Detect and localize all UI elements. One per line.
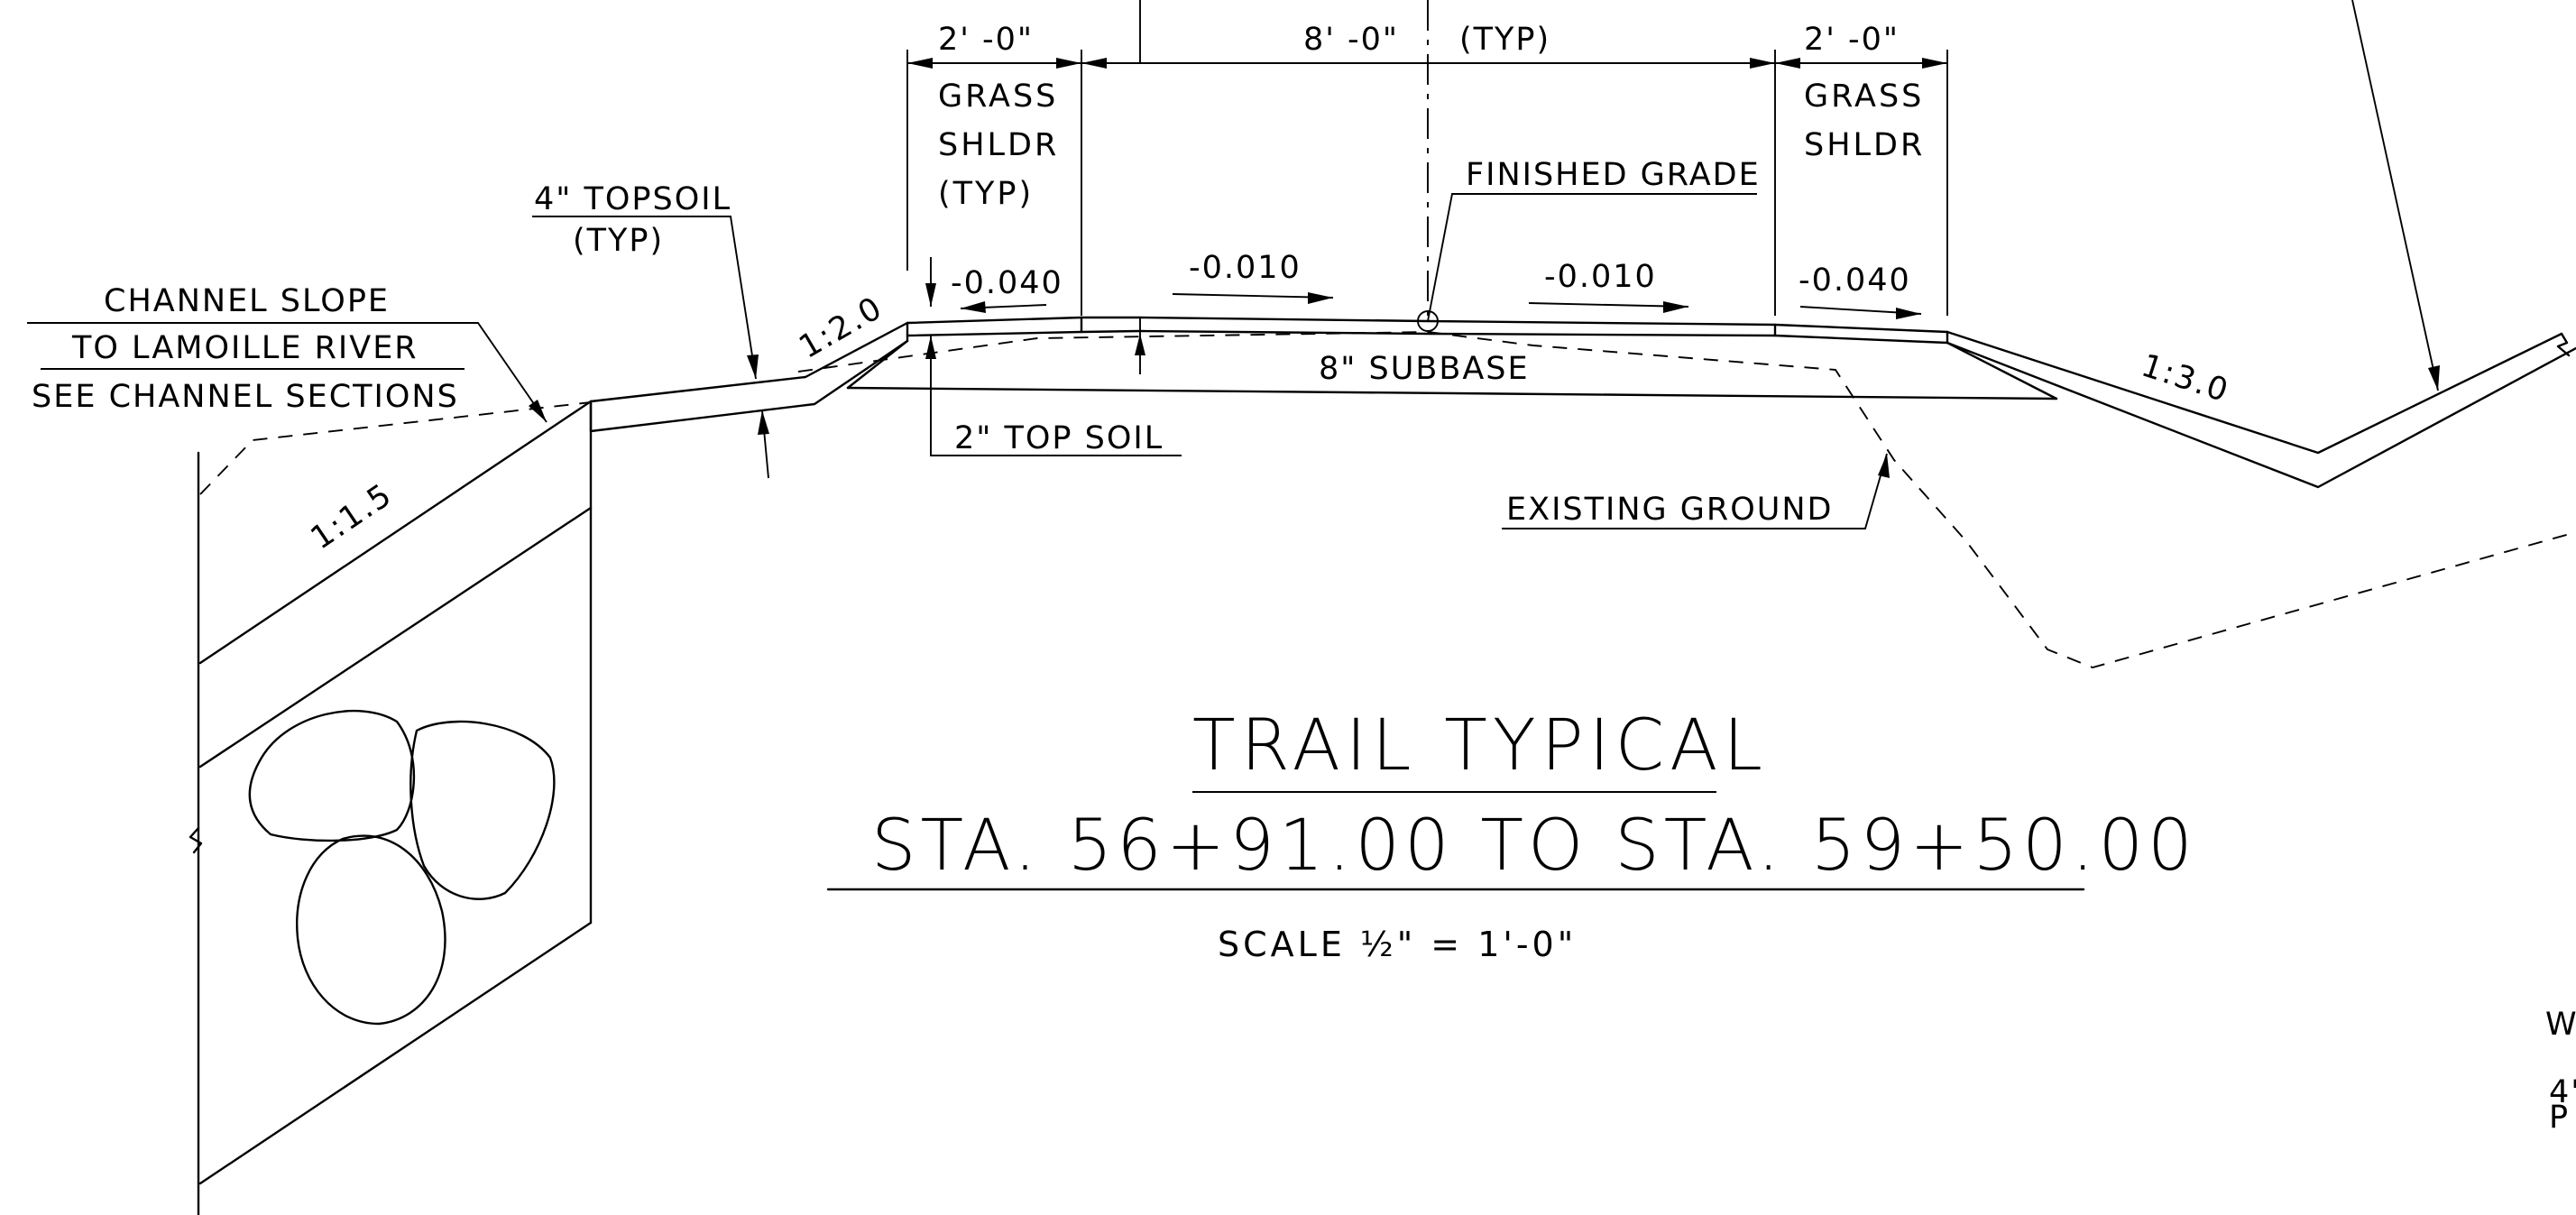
channel-slope-line2: TO LAMOILLE RIVER: [71, 330, 419, 366]
topsoil-4-leader: [532, 216, 757, 380]
riprap-stone-1: [248, 710, 416, 842]
edge-fragment-3: P: [2549, 1100, 2570, 1136]
topsoil-2-label: 2" TOP SOIL: [954, 420, 1164, 456]
riprap-stone-3: [296, 834, 446, 1026]
dimension-lines: [906, 0, 1948, 316]
dim-trail-width: 8' -0": [1303, 22, 1399, 58]
topsoil-2-leader: [930, 336, 1182, 456]
channel-slope-leader: [27, 322, 547, 423]
grass-shldr-right-line2: SHLDR: [1804, 127, 1925, 163]
existing-ground-leader: [1502, 453, 1888, 529]
channel-slope-line1: CHANNEL SLOPE: [104, 283, 390, 319]
existing-ground-label: EXISTING GROUND: [1506, 492, 1834, 528]
subbase-dashed-line: [797, 331, 2576, 669]
existing-ground-left: [199, 401, 592, 495]
edge-fragment-2: 4": [2549, 1074, 2576, 1110]
right-edge-leader: [2351, 0, 2439, 391]
topsoil-4-line2: (TYP): [573, 223, 664, 259]
dim-right-shoulder: 2' -0": [1804, 22, 1900, 58]
slope-fill-right: 1:3.0: [2137, 348, 2233, 410]
edge-fragment-1: WE: [2545, 1007, 2576, 1043]
topsoil-4-line1: 4" TOPSOIL: [534, 181, 731, 217]
grass-shldr-right-line1: GRASS: [1804, 78, 1924, 115]
grass-shldr-left-line1: GRASS: [938, 78, 1058, 115]
grass-shldr-left-line3: (TYP): [938, 176, 1034, 212]
dim-left-shoulder: 2' -0": [938, 22, 1034, 58]
title-line1: TRAIL TYPICAL: [1192, 705, 1768, 787]
slope-channel: 1:1.5: [305, 477, 400, 557]
title-scale: SCALE ½" = 1'-0": [1218, 925, 1577, 964]
dim-typ: (TYP): [1459, 22, 1550, 58]
slope-fill-left: 1:2.0: [794, 290, 889, 366]
slope-left-shoulder: -0.040: [951, 265, 1063, 301]
subbase-label: 8" SUBBASE: [1319, 351, 1530, 387]
riprap-stone-2: [409, 720, 556, 900]
trail-section: [846, 316, 2576, 489]
finished-grade-leader: [1427, 193, 1757, 322]
channel-slope-line3: SEE CHANNEL SECTIONS: [32, 379, 459, 415]
slope-trail-right: -0.010: [1544, 259, 1657, 295]
slope-right-shoulder: -0.040: [1799, 262, 1911, 299]
grass-shldr-left-line2: SHLDR: [938, 127, 1059, 163]
title-line2: STA. 56+91.00 TO STA. 59+50.00: [871, 805, 2197, 887]
slope-trail-left: -0.010: [1189, 250, 1302, 286]
channel-riprap: [189, 400, 593, 1215]
finished-grade-label: FINISHED GRADE: [1466, 157, 1761, 193]
